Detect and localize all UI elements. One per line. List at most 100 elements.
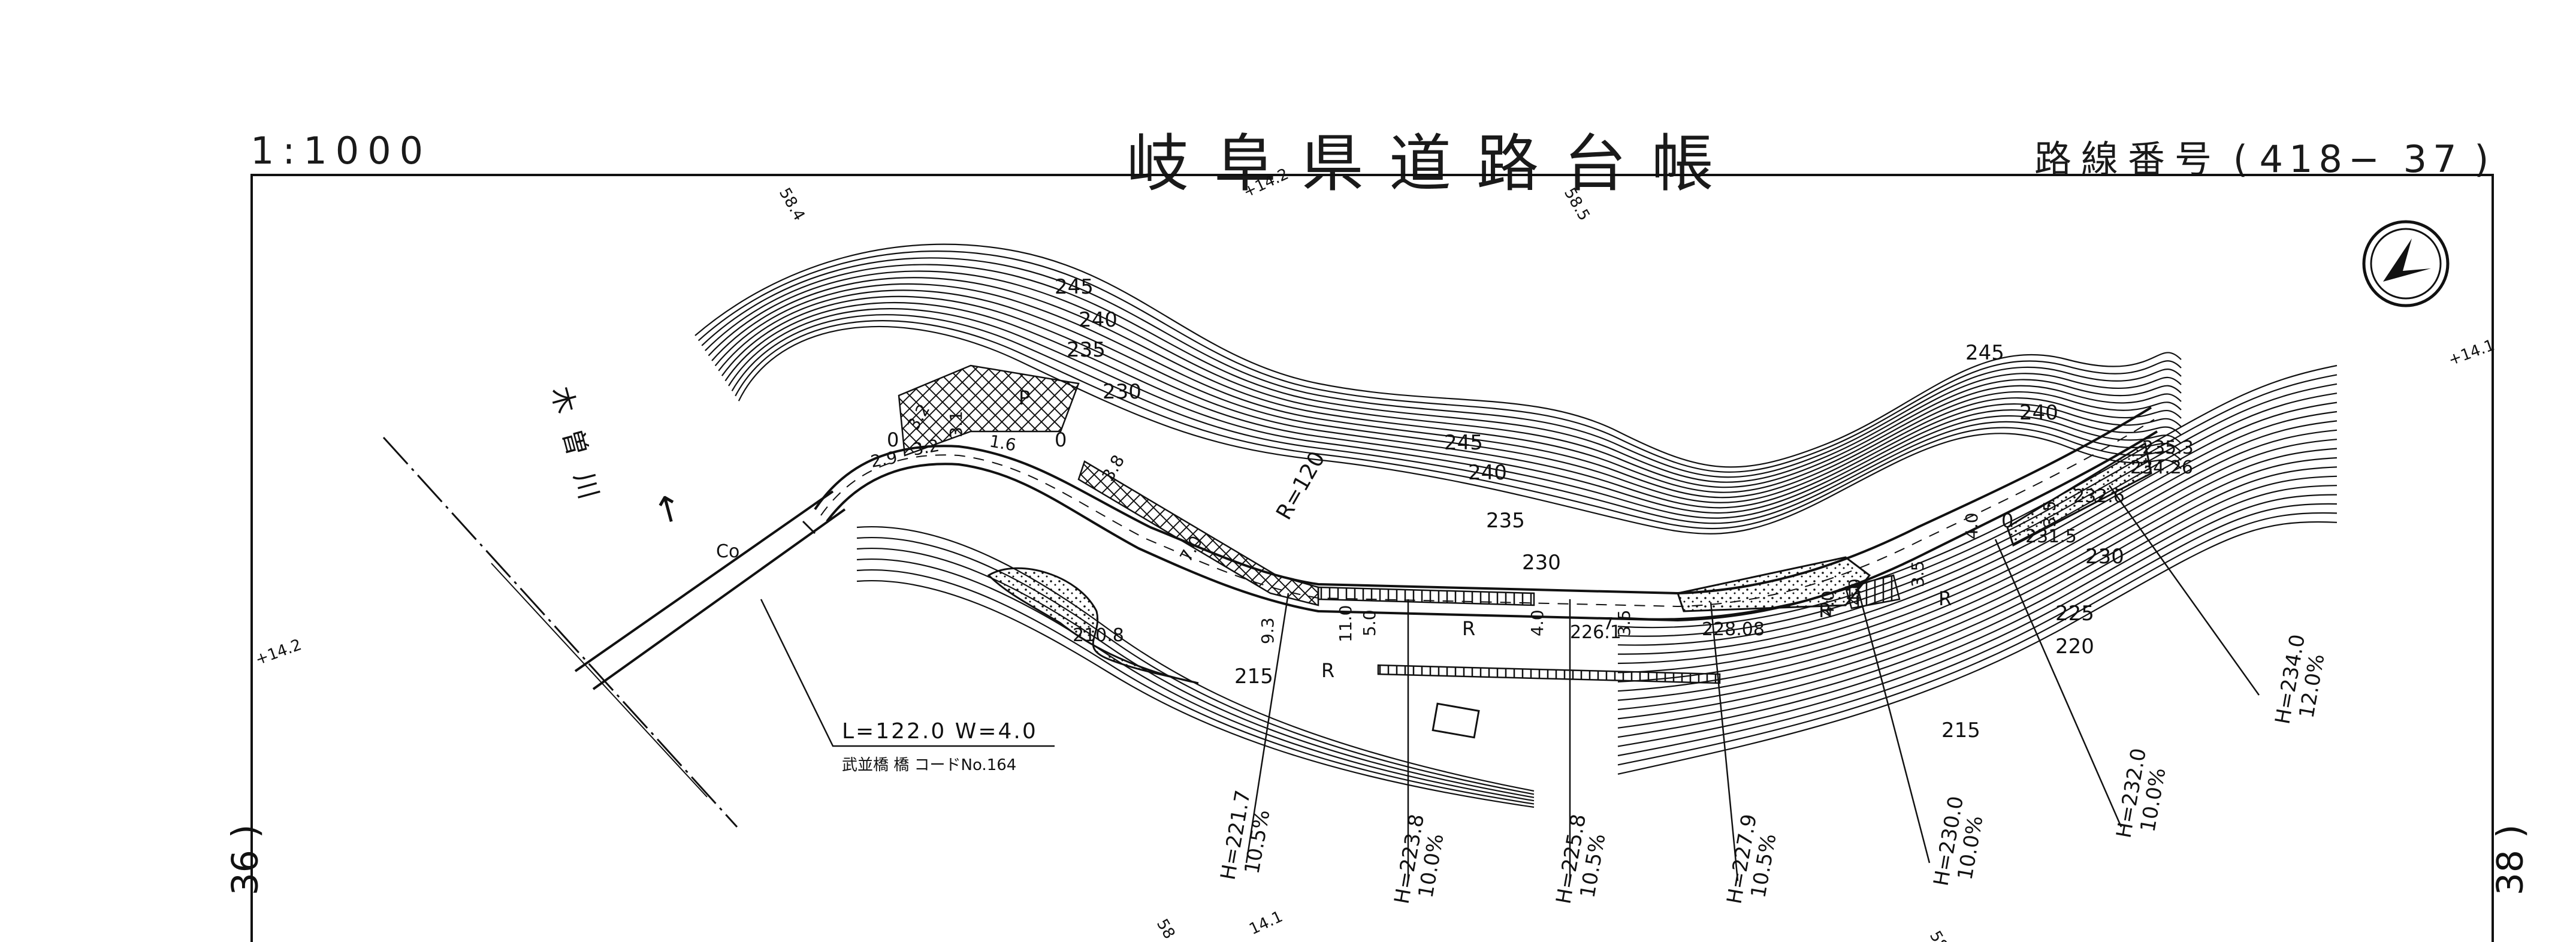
contour-line — [1617, 448, 2338, 701]
contour-line — [724, 301, 2182, 514]
route-number: 路線番号 ( 418− 37 ) — [2034, 129, 2489, 183]
route-label: 路線番号 — [2034, 137, 2222, 181]
grid-tick: +14.2 — [1240, 165, 1291, 201]
route-number-value: 418− 37 — [2259, 137, 2463, 181]
spot-height: 232.6 — [2073, 486, 2125, 507]
station-lines — [760, 485, 2260, 881]
contour-label: 245 — [1444, 431, 1483, 455]
contour-line — [1617, 439, 2338, 692]
map-letter: R — [1321, 659, 1334, 682]
map-letter: R — [1819, 599, 1832, 622]
spot-height: 228.08 — [1702, 619, 1765, 640]
contour-label: 230 — [2085, 545, 2124, 569]
contour-line — [738, 325, 2182, 535]
contour-label: 240 — [1079, 308, 1118, 332]
grid-tick: 58.5 — [1560, 185, 1593, 224]
building — [1432, 702, 1480, 739]
retaining-walls — [898, 364, 1901, 684]
map-letter: 0 — [2001, 509, 2013, 532]
contour-line — [1617, 521, 2338, 775]
width-label: 3.5 — [1908, 560, 1928, 587]
contour-line — [694, 243, 2182, 468]
contour-line — [856, 548, 1535, 798]
contour-line — [1617, 429, 2338, 683]
contour-label: 215 — [1234, 665, 1273, 689]
width-label: 4.0 — [1818, 590, 1838, 617]
contour-label: 230 — [1522, 551, 1561, 575]
contour-line — [856, 558, 1535, 802]
river-name: 木曽川 — [545, 384, 609, 520]
spot-height: 210.8 — [1073, 625, 1124, 646]
contour-line — [856, 580, 1535, 808]
width-label: 1.6 — [988, 431, 1018, 455]
contour-line — [1617, 466, 2338, 720]
misc-labels: P R R R R 0 0 0 — [887, 387, 2013, 682]
width-label: 4.0 — [1527, 609, 1547, 636]
north-arrow-icon — [2362, 220, 2450, 307]
contour-label: 215 — [1941, 718, 1980, 742]
contour-line — [856, 569, 1535, 805]
grid-tick: +14.1 — [2446, 336, 2497, 369]
width-label: 3.2 — [911, 436, 941, 460]
contour-line — [697, 250, 2182, 473]
contour-line — [728, 308, 2182, 519]
route-close-paren: ) — [2474, 137, 2489, 181]
contour-label: 235 — [1067, 338, 1106, 362]
width-label: 3.1 — [946, 410, 966, 437]
contour-label: 245 — [1055, 275, 1094, 299]
width-label: 5.0 — [1360, 609, 1379, 636]
river-bank — [382, 436, 738, 828]
contour-line — [856, 526, 1535, 792]
contour-lines — [694, 243, 2338, 808]
grid-tick: 58 — [1926, 928, 1952, 942]
contour-label: 235 — [1486, 509, 1525, 533]
dotted-areas — [987, 442, 2152, 684]
route-open-paren: ( — [2233, 137, 2248, 181]
contour-line — [714, 283, 2182, 499]
contour-line — [1617, 485, 2338, 738]
map-frame — [250, 174, 2494, 942]
map-title: 岐阜県道路台帳 — [1127, 127, 1740, 200]
contour-line — [1617, 457, 2338, 711]
grid-tick: 58.4 — [775, 185, 808, 224]
curve-radius: R=120 — [1272, 448, 1330, 524]
contour-label: 230 — [1103, 380, 1141, 404]
contour-line — [721, 295, 2182, 509]
width-label: 7 — [1603, 614, 1614, 633]
map-letter: 0 — [887, 428, 899, 451]
grid-tick: 58 — [1153, 916, 1179, 942]
contour-line — [711, 277, 2182, 493]
contour-label: 220 — [2055, 635, 2094, 659]
width-label: 4.0 — [1962, 512, 1982, 539]
contour-line — [701, 257, 2182, 478]
map-letter: R — [1938, 587, 1952, 610]
contour-line — [705, 264, 2182, 483]
contour-label: 240 — [1468, 461, 1507, 485]
contour-labels: 245 240 235 230 245 240 235 230 245 240 230 225 220 2… — [1055, 275, 2124, 742]
contour-label: 225 — [2055, 602, 2094, 626]
width-label: 4.0 — [1845, 578, 1865, 605]
spot-height: 231.5 — [2025, 526, 2077, 547]
map-letter: R — [1462, 617, 1475, 640]
map-letter: 0 — [1055, 428, 1067, 451]
flow-arrow-icon: ← — [645, 489, 693, 529]
contour-line — [1617, 410, 2338, 665]
bridge-name: 武並橋 橋 コードNo.164 — [842, 756, 1016, 774]
width-label: 9.3 — [1258, 617, 1278, 644]
contour-line — [1617, 503, 2338, 757]
spot-height: 234.26 — [2130, 457, 2193, 478]
width-label: 11.0 — [1336, 605, 1355, 642]
width-label: 2.9 — [869, 448, 899, 472]
contour-label: 240 — [2019, 401, 2058, 425]
bridge-info: L=122.0 W=4.0 武並橋 橋 コードNo.164 Co — [716, 541, 1036, 774]
grid-tick: 14.1 — [1246, 908, 1285, 939]
contour-line — [1617, 364, 2338, 620]
contour-line — [731, 314, 2182, 524]
bridge-material: Co — [716, 541, 739, 562]
map-letter: P — [1019, 387, 1030, 409]
width-label: 3.5 — [2040, 500, 2059, 527]
contour-label: 245 — [1965, 341, 2004, 365]
